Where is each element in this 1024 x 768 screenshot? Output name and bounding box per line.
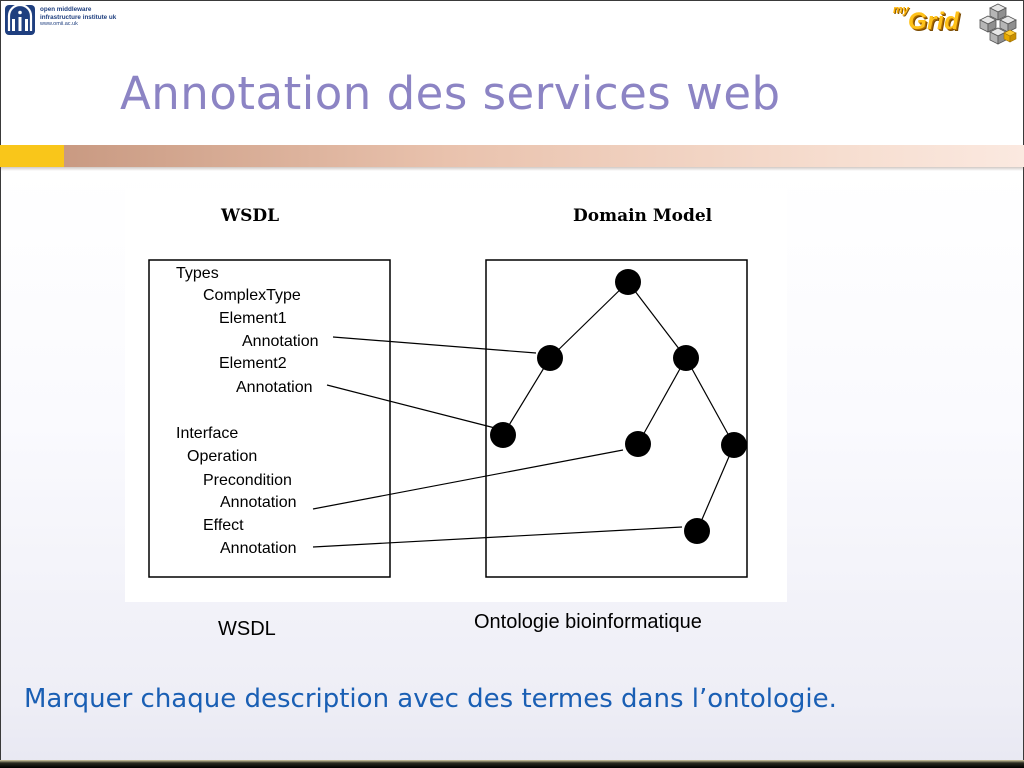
wsdl-line-interface: Interface (176, 425, 238, 442)
tree-edge (627, 281, 687, 359)
omii-url: www.omii.ac.uk (40, 21, 78, 27)
annotation-connectors (312, 336, 683, 548)
title-rule-shadow (0, 167, 1024, 171)
cube-cluster-icon (979, 3, 1017, 45)
wsdl-line-operation: Operation (187, 448, 257, 465)
mygrid-grid: Grid (908, 8, 960, 35)
wsdl-caption: WSDL (218, 618, 276, 640)
title-rule-accent (0, 145, 64, 167)
mygrid-my: my (893, 4, 909, 16)
title-rule-band (64, 145, 1024, 167)
wsdl-domain-diagram: WSDL Domain Model Types ComplexType Elem… (148, 206, 748, 578)
wsdl-line-precondition: Precondition (203, 472, 292, 489)
wsdl-line-annotation-2: Annotation (236, 379, 313, 396)
slide-bullet: Marquer chaque description avec des term… (24, 684, 837, 714)
tree-node (721, 432, 747, 458)
ontology-caption: Ontologie bioinformatique (474, 611, 702, 633)
omii-wordmark: open middleware infrastructure institute… (40, 6, 132, 29)
tree-edges (502, 281, 735, 532)
mygrid-wordmark: my Grid (892, 4, 978, 40)
domain-model-box (485, 259, 748, 578)
tree-edge (637, 357, 687, 445)
tree-node (537, 345, 563, 371)
wsdl-line-element1: Element1 (219, 310, 287, 327)
wsdl-line-annotation-1: Annotation (242, 333, 319, 350)
annotation-connector (332, 336, 537, 354)
tree-edge (549, 281, 629, 359)
tree-node (490, 422, 516, 448)
diagram-panel: WSDL Domain Model Types ComplexType Elem… (125, 188, 787, 602)
annotation-connector (326, 384, 496, 429)
mygrid-logo: my Grid (892, 2, 1020, 46)
annotation-connector (312, 449, 624, 510)
title-rule (0, 145, 1024, 171)
domain-model-heading: Domain Model (573, 206, 713, 226)
wsdl-line-types: Types (176, 265, 219, 282)
wsdl-line-element2: Element2 (219, 355, 287, 372)
wsdl-line-annotation-3: Annotation (220, 494, 297, 511)
tree-edge (502, 357, 551, 436)
omii-logo: open middleware infrastructure institute… (4, 4, 132, 38)
wsdl-box (148, 259, 391, 578)
tree-node (625, 431, 651, 457)
omii-line-1: open middleware (40, 6, 92, 13)
wsdl-line-annotation-4: Annotation (220, 540, 297, 557)
tree-edge (696, 444, 735, 532)
tree-edge (685, 357, 735, 446)
slide-title: Annotation des services web (120, 67, 781, 120)
tree-nodes (490, 269, 747, 544)
annotation-connector (312, 526, 683, 548)
omii-mark-icon (5, 4, 35, 35)
tree-node (684, 518, 710, 544)
wsdl-line-effect: Effect (203, 517, 244, 534)
tree-node (615, 269, 641, 295)
tree-node (673, 345, 699, 371)
omii-line-2: infrastructure institute uk (40, 13, 117, 21)
wsdl-heading: WSDL (220, 206, 279, 226)
bottom-bar (0, 760, 1024, 768)
wsdl-line-complextype: ComplexType (203, 287, 301, 304)
